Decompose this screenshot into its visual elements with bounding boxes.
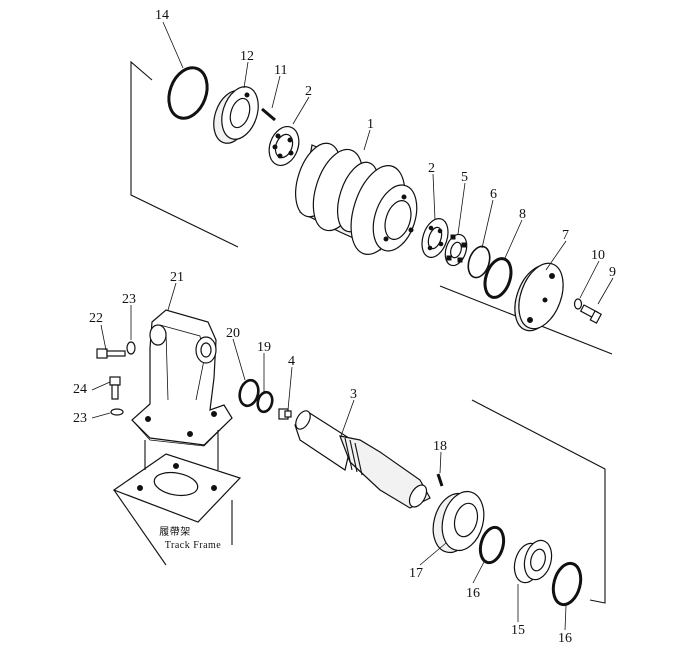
part-1-track-roller <box>295 142 418 255</box>
callout-4: 4 <box>288 354 295 369</box>
part-10-washer <box>573 298 583 310</box>
part-11-pin <box>261 107 276 122</box>
track-frame-label: 履帶架 Track Frame <box>159 526 221 551</box>
part-21-bracket <box>131 309 233 447</box>
part-2-bearing-right <box>421 218 449 258</box>
part-16-o-ring-right <box>551 561 583 607</box>
part-23-washer-lower <box>110 408 124 416</box>
part-9-bolt <box>579 304 602 324</box>
track-frame-label-en: Track Frame <box>165 540 222 551</box>
part-7-cover <box>514 262 564 332</box>
part-23-washer-upper <box>126 341 136 355</box>
callout-3: 3 <box>350 387 357 402</box>
callout-5: 5 <box>461 170 468 185</box>
callout-9: 9 <box>609 265 616 280</box>
part-17-housing <box>432 490 485 554</box>
lower-assembly-boundary <box>471 399 606 604</box>
callout-11: 11 <box>274 63 287 78</box>
part-6-ring <box>467 245 491 279</box>
track-frame-plate <box>112 430 242 566</box>
callout-labels: 14 12 11 2 1 2 5 6 8 7 10 9 21 22 23 20 … <box>73 8 616 646</box>
part-2-bearing-left <box>268 126 300 166</box>
callout-23-lower: 23 <box>73 411 87 426</box>
callout-16-right: 16 <box>558 631 572 646</box>
callout-21: 21 <box>170 270 184 285</box>
part-8-o-ring <box>483 257 513 299</box>
callout-7: 7 <box>562 228 569 243</box>
callout-2-left: 2 <box>305 84 312 99</box>
part-20-seal <box>238 378 260 408</box>
part-3-shaft <box>294 410 431 509</box>
callout-12: 12 <box>240 49 254 64</box>
callout-14: 14 <box>155 8 169 23</box>
callout-6: 6 <box>490 187 497 202</box>
part-14-o-ring <box>167 66 209 120</box>
callout-17: 17 <box>409 566 423 581</box>
callout-22: 22 <box>89 311 103 326</box>
track-frame-label-cn: 履帶架 <box>159 526 191 538</box>
callout-10: 10 <box>591 248 605 263</box>
callout-23-upper: 23 <box>122 292 136 307</box>
part-24-bolt <box>109 376 121 400</box>
part-12-retainer <box>213 86 259 144</box>
part-22-bolt <box>96 348 126 359</box>
callout-24: 24 <box>73 382 87 397</box>
callout-20: 20 <box>226 326 240 341</box>
part-18-pin <box>436 473 444 487</box>
callout-8: 8 <box>519 207 526 222</box>
part-16-o-ring-left <box>478 525 506 565</box>
callout-15: 15 <box>511 623 525 638</box>
callout-1: 1 <box>367 117 374 132</box>
part-5-nut <box>444 233 468 267</box>
part-4-plug <box>278 408 292 420</box>
part-19-o-ring <box>256 390 274 414</box>
part-15-floating-seal <box>513 539 553 584</box>
leader-lines <box>91 21 614 631</box>
callout-2-right: 2 <box>428 161 435 176</box>
callout-18: 18 <box>433 439 447 454</box>
callout-16-left: 16 <box>466 586 480 601</box>
callout-19: 19 <box>257 340 271 355</box>
